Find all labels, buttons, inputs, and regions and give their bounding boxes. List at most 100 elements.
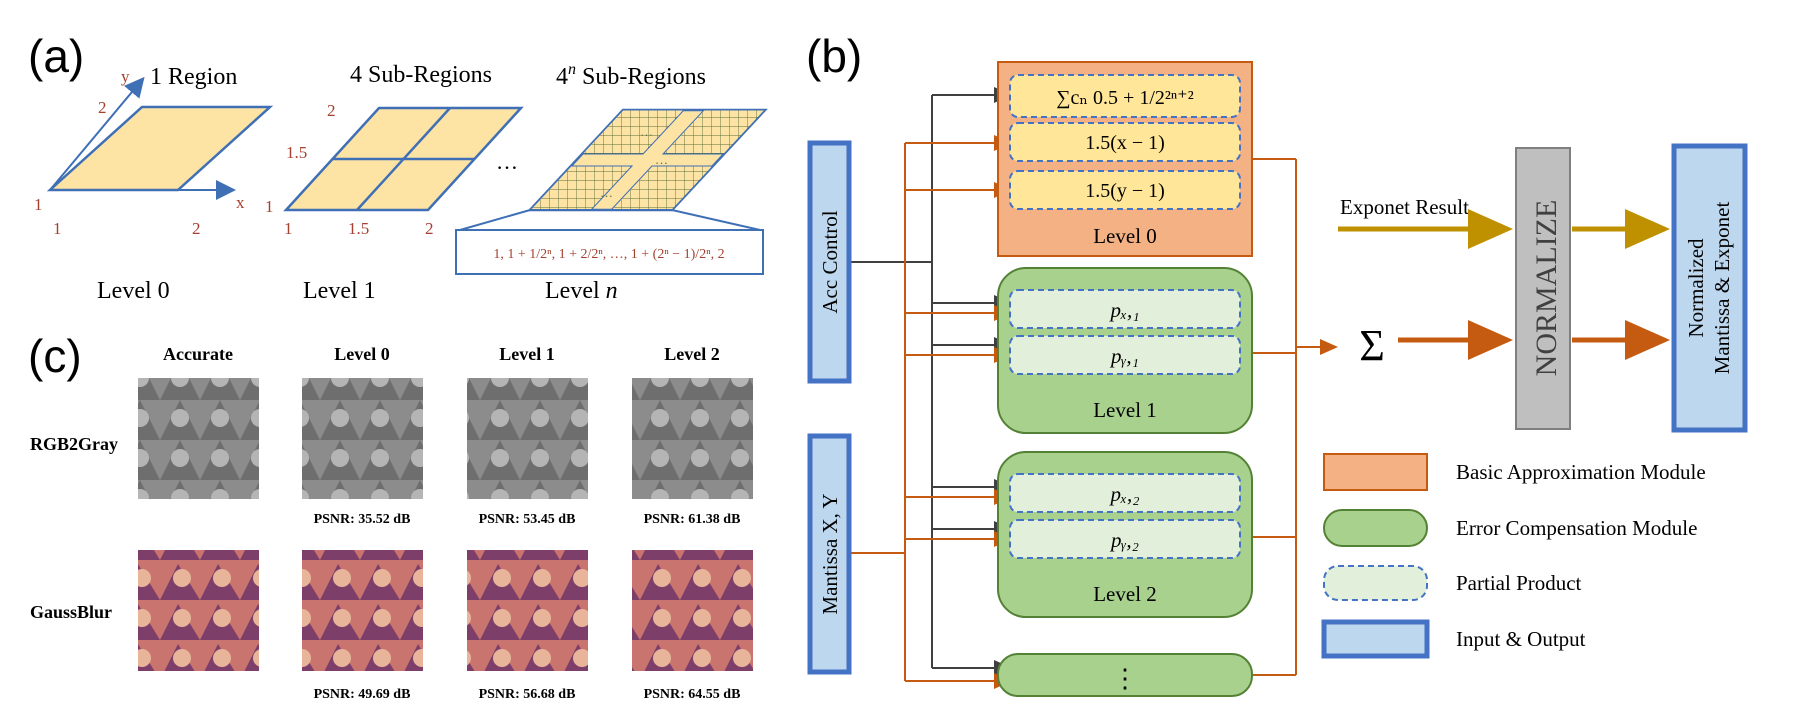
level0-row-x-text: 1.5(x − 1)	[1085, 132, 1165, 154]
image-rgb2gray-level2	[632, 378, 753, 499]
leveln-grid-ellipsis-center: …	[655, 152, 668, 167]
output-block	[1671, 143, 1748, 433]
normalize-block	[1515, 147, 1571, 430]
panel-a: (a) y x 2 1 1 2 1 Region Level 0 2 1.5 1…	[28, 30, 768, 304]
level1-tick-x-right: 2	[425, 219, 434, 238]
level1-row-py-text: pᵧ,₁	[1109, 344, 1139, 368]
leveln-formula: 1, 1 + 1/2ⁿ, 1 + 2/2ⁿ, …, 1 + (2ⁿ − 1)/2…	[493, 247, 724, 262]
level2-row-px-text: pₓ,₂	[1108, 482, 1139, 506]
panel-b-label: (b)	[806, 30, 862, 82]
legend-label-partial: Partial Product	[1456, 571, 1582, 595]
column-header-accurate: Accurate	[163, 344, 233, 364]
image-gaussblur-level0	[302, 550, 423, 671]
psnr-rgb2gray-level1: PSNR: 53.45 dB	[479, 512, 576, 527]
legend-swatch-basic	[1323, 453, 1428, 491]
level0-row-y-text: 1.5(y − 1)	[1085, 180, 1165, 202]
output-label-line2: Mantissa & Exponet	[1710, 202, 1734, 375]
level1-row-py	[1009, 335, 1241, 375]
level1-row-px	[1009, 289, 1241, 329]
image-rgb2gray-level1	[467, 378, 588, 499]
sum-symbol: Σ	[1359, 321, 1385, 370]
normalize-label: NORMALIZE	[1530, 200, 1563, 377]
acc-control-input	[807, 140, 852, 384]
psnr-rgb2gray-level0: PSNR: 35.52 dB	[314, 512, 411, 527]
leveln-formula-box	[455, 229, 764, 275]
level0-tick-x-right: 2	[192, 219, 201, 238]
more-levels-ellipsis: ⋮	[1112, 664, 1138, 693]
levels-ellipsis: …	[496, 149, 518, 174]
level2-module-caption: Level 2	[1093, 582, 1157, 606]
acc-control-wires	[849, 87, 1012, 676]
mantissa-input	[807, 433, 852, 675]
level2-row-py-text: pᵧ,₂	[1109, 528, 1139, 552]
leveln-region-diagram: … … … 1, 1 + 1/2ⁿ, 1 + 2/2ⁿ, …, 1 + (2ⁿ …	[455, 61, 768, 304]
level0-module-caption: Level 0	[1093, 224, 1157, 248]
level0-region	[46, 105, 274, 192]
level0-title: 1 Region	[150, 64, 237, 90]
legend: Basic Approximation Module Error Compens…	[1321, 453, 1706, 659]
level1-module-caption: Level 1	[1093, 398, 1157, 422]
leveln-grid-ellipsis-top: …	[640, 124, 653, 139]
level0-tick-y-top: 2	[98, 98, 107, 117]
image-gaussblur-level2	[632, 550, 753, 671]
level1-title: 4 Sub-Regions	[350, 62, 492, 88]
level1-region-diagram: 2 1.5 1 1 1.5 2 4 Sub-Regions Level 1	[265, 62, 524, 304]
panel-a-label: (a)	[28, 30, 84, 82]
output-label-line1: Normalized	[1684, 238, 1708, 338]
level1-split-vertical	[356, 107, 451, 211]
legend-swatch-partial	[1323, 565, 1428, 601]
level0-tick-y-bottom: 1	[34, 195, 43, 214]
level1-tick-y-top: 2	[327, 101, 336, 120]
image-rgb2gray-level0	[302, 378, 423, 499]
leveln-grid-top-right	[661, 109, 767, 155]
image-rgb2gray-accurate	[138, 378, 259, 499]
level1-tick-y-mid: 1.5	[286, 143, 307, 162]
psnr-gaussblur-level0: PSNR: 49.69 dB	[314, 687, 411, 702]
leveln-callout-connector	[459, 209, 761, 231]
row-label-rgb2gray: RGB2Gray	[30, 434, 118, 454]
axis-x-label: x	[236, 193, 245, 212]
level0-tick-x-left: 1	[53, 219, 62, 238]
panel-b: (b)	[806, 30, 1748, 697]
exponent-result-label: Exponet Result	[1340, 195, 1469, 219]
level1-caption: Level 1	[303, 278, 376, 304]
level1-row-px-text: pₓ,₁	[1108, 298, 1139, 322]
leveln-grid-top-left	[580, 109, 686, 155]
legend-label-error: Error Compensation Module	[1456, 516, 1697, 540]
level0-caption: Level 0	[97, 278, 170, 304]
level0-row-sum-text: ∑cₙ 0.5 + 1/2²ⁿ⁺²	[1056, 87, 1193, 109]
level2-row-py	[1009, 519, 1241, 559]
legend-label-basic: Basic Approximation Module	[1456, 460, 1706, 484]
column-header-level2: Level 2	[664, 344, 720, 364]
column-header-level1: Level 1	[499, 344, 555, 364]
psnr-gaussblur-level2: PSNR: 64.55 dB	[644, 687, 741, 702]
row-label-gaussblur: GaussBlur	[30, 602, 112, 622]
panel-c: (c) Accurate Level 0 Level 1 Level 2 RGB…	[28, 330, 753, 702]
level1-tick-x-mid: 1.5	[348, 219, 369, 238]
panel-c-label: (c)	[28, 330, 82, 382]
image-gaussblur-level1	[467, 550, 588, 671]
acc-control-label: Acc Control	[818, 210, 842, 313]
column-header-level0: Level 0	[334, 344, 390, 364]
level0-row-x	[1009, 122, 1241, 162]
axis-y-label: y	[121, 67, 130, 86]
level0-row-sum	[1009, 74, 1241, 118]
leveln-title: 4n Sub-Regions	[556, 61, 706, 90]
mantissa-input-label: Mantissa X, Y	[818, 493, 842, 614]
level0-row-y	[1009, 170, 1241, 210]
y-axis-arrow	[49, 76, 145, 191]
mantissa-wires	[849, 135, 1338, 689]
level0-region-diagram: y x 2 1 1 2 1 Region Level 0	[34, 64, 274, 304]
more-levels-module	[997, 653, 1253, 697]
level1-tick-y-bottom: 1	[265, 197, 274, 216]
image-gaussblur-accurate	[138, 550, 259, 671]
level2-row-px	[1009, 473, 1241, 513]
level1-tick-x-left: 1	[284, 219, 293, 238]
legend-swatch-io	[1321, 619, 1430, 659]
psnr-rgb2gray-level2: PSNR: 61.38 dB	[644, 512, 741, 527]
leveln-caption: Level n	[545, 278, 618, 304]
psnr-gaussblur-level1: PSNR: 56.68 dB	[479, 687, 576, 702]
legend-swatch-error	[1323, 509, 1428, 547]
